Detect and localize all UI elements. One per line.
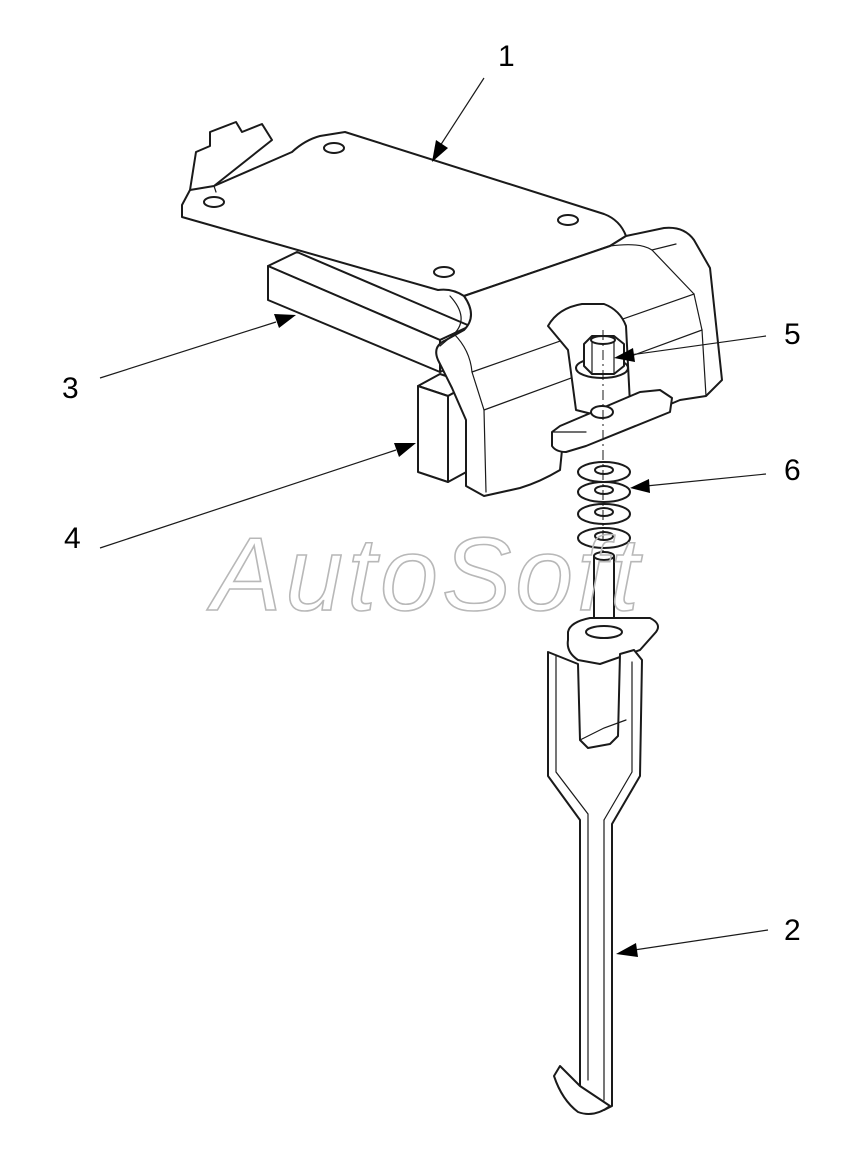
callout-6: 6 [784,454,801,487]
leader-2 [616,929,769,957]
part-5-nut [575,335,629,379]
leader-5 [614,335,767,362]
callout-2: 2 [784,914,801,947]
callout-1: 1 [498,40,515,73]
leader-1 [432,77,485,162]
callout-3: 3 [62,372,79,405]
leader-3 [99,314,296,379]
callout-4: 4 [64,522,81,555]
part-6-washers [577,461,631,549]
part-2-lever [547,551,659,1115]
leader-6 [630,473,767,493]
callout-5: 5 [784,318,801,351]
watermark-text: AutoSoft [206,517,643,633]
leader-4 [99,443,416,549]
